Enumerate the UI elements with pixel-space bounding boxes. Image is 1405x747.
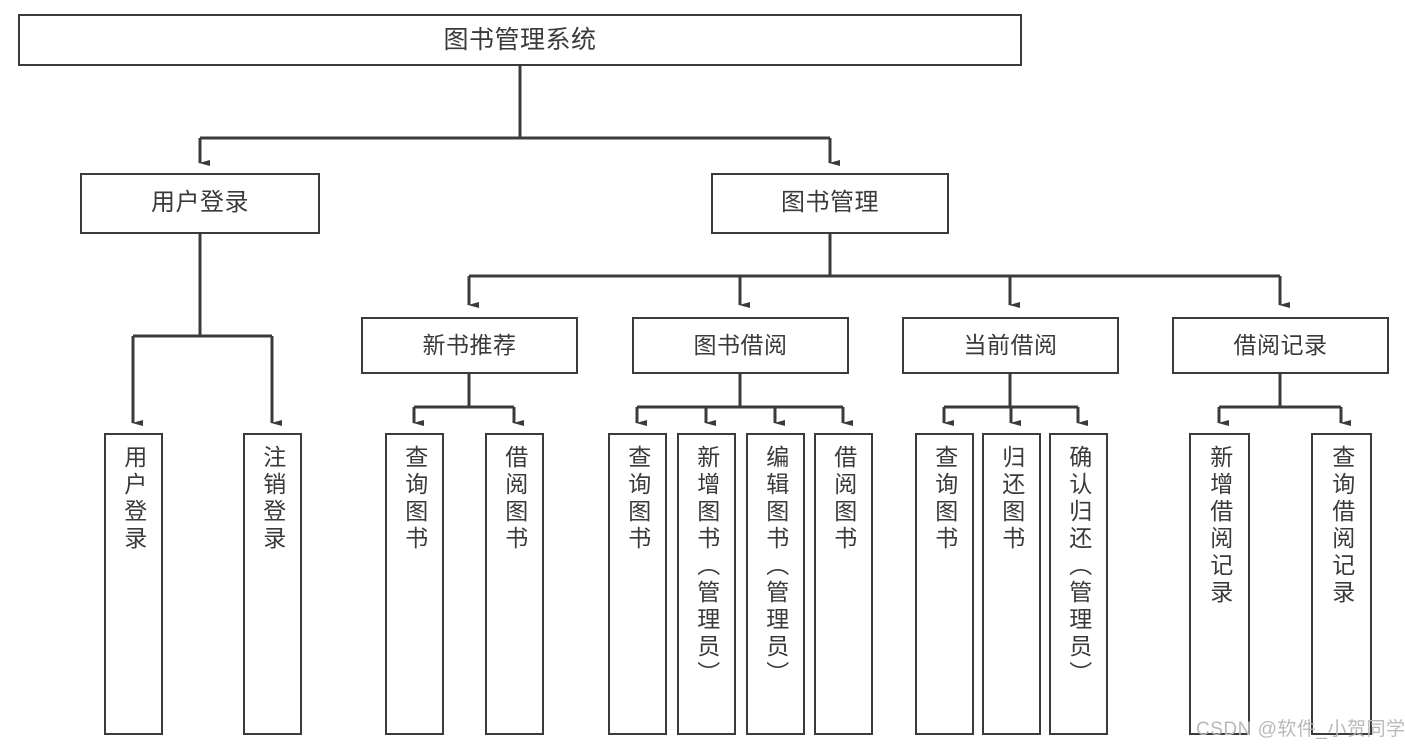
node-leaf-borrow-add-label: 新增图书（管理员） xyxy=(693,445,720,688)
node-current-borrow[interactable]: 当前借阅 xyxy=(902,317,1119,374)
node-leaf-current-query[interactable]: 查询图书 xyxy=(915,433,974,735)
node-book-management-module-label: 图书管理 xyxy=(781,189,879,217)
node-leaf-borrow-query-label: 查询图书 xyxy=(624,445,651,553)
node-leaf-current-return[interactable]: 归还图书 xyxy=(982,433,1041,735)
node-leaf-records-query-label: 查询借阅记录 xyxy=(1328,445,1355,607)
node-leaf-current-query-label: 查询图书 xyxy=(931,445,958,553)
node-new-book-recommend-label: 新书推荐 xyxy=(422,331,517,358)
node-leaf-current-confirm[interactable]: 确认归还（管理员） xyxy=(1049,433,1108,735)
node-leaf-newbook-query[interactable]: 查询图书 xyxy=(385,433,444,735)
node-book-borrow[interactable]: 图书借阅 xyxy=(632,317,849,374)
node-leaf-current-confirm-label: 确认归还（管理员） xyxy=(1065,445,1092,688)
node-leaf-user-login[interactable]: 用户登录 xyxy=(104,433,163,735)
node-borrow-records-label: 借阅记录 xyxy=(1233,331,1328,358)
node-borrow-records[interactable]: 借阅记录 xyxy=(1172,317,1389,374)
node-leaf-borrow-add[interactable]: 新增图书（管理员） xyxy=(677,433,736,735)
node-leaf-records-query[interactable]: 查询借阅记录 xyxy=(1311,433,1372,735)
node-leaf-borrow-lend[interactable]: 借阅图书 xyxy=(814,433,873,735)
node-book-borrow-label: 图书借阅 xyxy=(693,331,788,358)
node-leaf-borrow-edit[interactable]: 编辑图书（管理员） xyxy=(746,433,805,735)
node-leaf-newbook-borrow-label: 借阅图书 xyxy=(501,445,528,553)
node-user-login-module[interactable]: 用户登录 xyxy=(80,173,320,234)
node-root[interactable]: 图书管理系统 xyxy=(18,14,1022,66)
node-book-management-module[interactable]: 图书管理 xyxy=(711,173,949,234)
node-leaf-borrow-edit-label: 编辑图书（管理员） xyxy=(762,445,789,688)
node-leaf-user-logout-label: 注销登录 xyxy=(259,445,286,553)
node-root-label: 图书管理系统 xyxy=(443,26,597,54)
node-user-login-module-label: 用户登录 xyxy=(151,189,249,217)
node-current-borrow-label: 当前借阅 xyxy=(963,331,1058,358)
node-leaf-borrow-query[interactable]: 查询图书 xyxy=(608,433,667,735)
node-leaf-records-add-label: 新增借阅记录 xyxy=(1206,445,1233,607)
node-leaf-records-add[interactable]: 新增借阅记录 xyxy=(1189,433,1250,735)
node-leaf-borrow-lend-label: 借阅图书 xyxy=(830,445,857,553)
csdn-watermark: CSDN @软件_小贺同学 xyxy=(1196,719,1405,740)
node-leaf-user-login-label: 用户登录 xyxy=(120,445,147,553)
node-leaf-newbook-query-label: 查询图书 xyxy=(401,445,428,553)
node-leaf-newbook-borrow[interactable]: 借阅图书 xyxy=(485,433,544,735)
node-leaf-user-logout[interactable]: 注销登录 xyxy=(243,433,302,735)
node-leaf-current-return-label: 归还图书 xyxy=(998,445,1025,553)
node-new-book-recommend[interactable]: 新书推荐 xyxy=(361,317,578,374)
